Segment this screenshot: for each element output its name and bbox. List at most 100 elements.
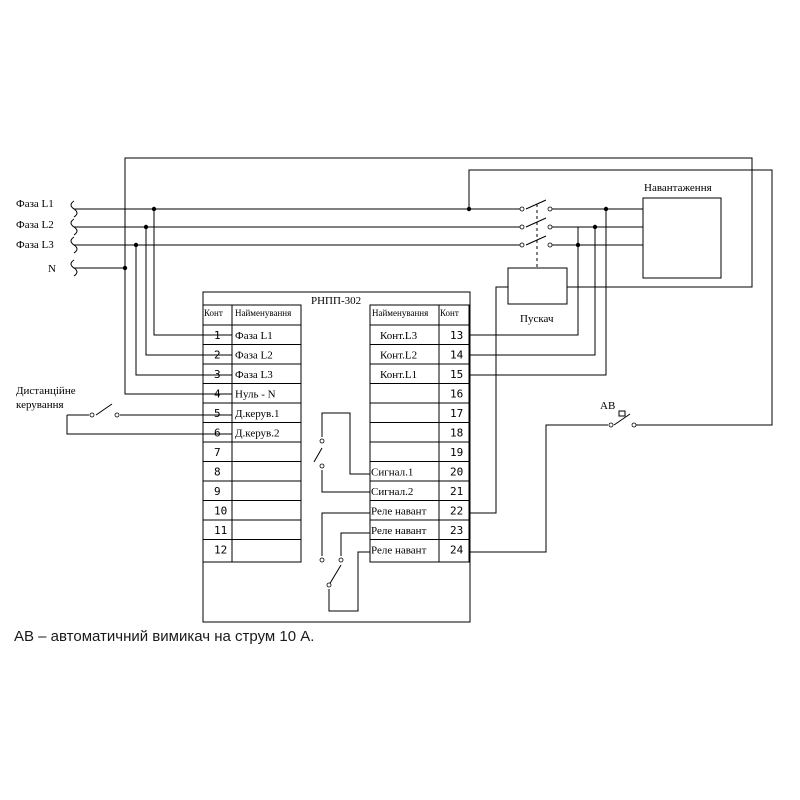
junction-dot	[603, 206, 609, 212]
junction-dot	[592, 224, 598, 230]
phase-l1-wave	[70, 200, 78, 218]
remote-control-label-line2: керування	[16, 399, 64, 411]
remote-switch	[95, 403, 113, 416]
terminal-circle	[547, 242, 553, 248]
neutral-label: N	[48, 263, 56, 275]
phase-l2-label: Фаза L2	[16, 219, 54, 231]
contact-number: 4	[214, 388, 221, 401]
contact-number: 2	[214, 349, 221, 362]
neutral-wave	[70, 259, 78, 277]
contact-number: 14	[450, 349, 464, 362]
contact-number: 1	[214, 329, 221, 342]
wire-n-to-contact-4	[124, 268, 232, 395]
contact-number: 9	[214, 485, 221, 498]
contactor-switch-l3	[525, 235, 547, 246]
caption: АВ – автоматичний вимикач на струм 10 А.	[14, 628, 315, 645]
contact-name: Сигнал.1	[371, 467, 413, 479]
contact-number: 11	[214, 524, 227, 537]
wire-l1-to-contact-1	[153, 209, 232, 336]
contact-number: 5	[214, 407, 221, 420]
contact-number: 20	[450, 466, 463, 479]
right-header-contact: Конт	[440, 308, 459, 318]
contact-number: 21	[450, 485, 463, 498]
terminal-circle	[519, 206, 525, 212]
contact-name: Д.керув.2	[235, 428, 280, 440]
phase-l3-wave	[70, 236, 78, 254]
contact-number: 19	[450, 446, 463, 459]
contactor-switch-l2	[525, 217, 547, 228]
starter-coil-feed	[468, 169, 773, 426]
contact-name: Конт.L2	[380, 350, 417, 362]
terminal-circle	[519, 224, 525, 230]
wire-contact-24	[469, 424, 608, 553]
right-terminal-rows: 13Конт.L314Конт.L215Конт.L11617181920Сиг…	[370, 324, 469, 557]
contact-name: Реле навант	[371, 506, 427, 518]
terminal-circle	[338, 557, 344, 563]
load-label: Навантаження	[644, 182, 712, 194]
junction-dot	[122, 265, 128, 271]
junction-dot	[143, 224, 149, 230]
contact-name: Фаза L3	[235, 369, 273, 381]
contact-number: 6	[214, 427, 221, 440]
contact-name: Реле навант	[371, 525, 427, 537]
terminal-circle	[319, 438, 325, 444]
contact-number: 15	[450, 368, 463, 381]
breaker-label: АВ	[600, 400, 615, 412]
signal-relay-wire-20	[321, 412, 370, 475]
contact-number: 12	[214, 544, 227, 557]
phase-l1-label: Фаза L1	[16, 198, 54, 210]
breaker-trip-box	[618, 410, 626, 417]
outer-loop-wire	[124, 157, 753, 288]
contact-number: 22	[450, 505, 463, 518]
breaker-switch	[613, 413, 631, 426]
contact-name: Реле навант	[371, 545, 427, 557]
load-relay-wire-24	[328, 551, 370, 612]
contact-number: 7	[214, 446, 221, 459]
contact-number: 17	[450, 407, 463, 420]
terminal-circle	[547, 224, 553, 230]
load-relay-wire-22	[321, 512, 370, 556]
terminal-circle	[608, 422, 614, 428]
contact-name: Сигнал.2	[371, 486, 413, 498]
wire-l3-to-contact-3	[135, 245, 232, 376]
contact-name: Конт.L3	[380, 330, 418, 342]
junction-dot	[575, 242, 581, 248]
starter-label: Пускач	[520, 313, 554, 325]
contact-number: 16	[450, 388, 463, 401]
phase-l3-label: Фаза L3	[16, 239, 54, 251]
terminal-circle	[114, 412, 120, 418]
right-table-frame	[369, 304, 470, 563]
terminal-circle	[326, 582, 332, 588]
wire-contact-22	[469, 286, 508, 514]
wire-contact-13	[469, 227, 579, 336]
contactor-switch-l1	[525, 199, 547, 210]
right-header-name: Найменування	[372, 308, 428, 318]
terminal-circle	[519, 242, 525, 248]
contact-number: 13	[450, 329, 463, 342]
left-header-name: Найменування	[235, 308, 291, 318]
signal-relay-contact	[313, 447, 323, 463]
terminal-circle	[631, 422, 637, 428]
junction-dot	[466, 206, 472, 212]
terminal-circle	[547, 206, 553, 212]
remote-control-label-line1: Дистанційне	[16, 385, 76, 397]
contact-number: 23	[450, 524, 463, 537]
contact-number: 8	[214, 466, 221, 479]
load-relay-wire-23	[340, 532, 370, 556]
device-title: РНПП-302	[311, 295, 361, 307]
phase-l2-wave	[70, 218, 78, 236]
contact-name: Конт.L1	[380, 369, 417, 381]
wire-contact-15	[469, 209, 607, 376]
contact-number: 18	[450, 427, 463, 440]
contact-name: Фаза L2	[235, 350, 273, 362]
signal-relay-wire-21	[321, 470, 370, 493]
load-relay-contact	[328, 564, 342, 586]
load-box	[642, 197, 722, 279]
contact-number: 10	[214, 505, 227, 518]
terminal-circle	[89, 412, 95, 418]
remote-wire-lower	[66, 415, 232, 435]
junction-dot	[151, 206, 157, 212]
contact-name: Д.керув.1	[235, 408, 280, 420]
